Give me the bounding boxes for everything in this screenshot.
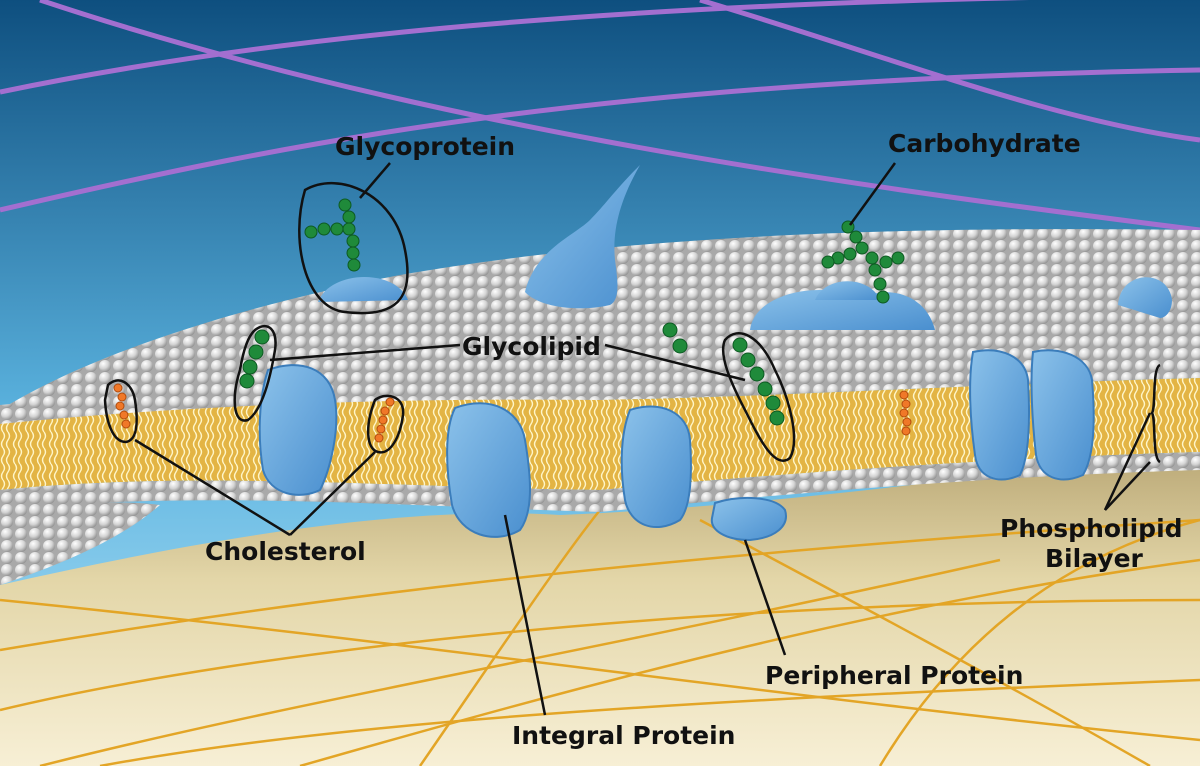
- label-cholesterol: Cholesterol: [205, 537, 366, 566]
- callout-outlines: [103, 181, 1161, 464]
- label-glycolipid: Glycolipid: [462, 332, 601, 361]
- outer-head-row: [0, 360, 1200, 424]
- label-phospholipid: Phospholipid: [1000, 514, 1183, 543]
- integral-proteins: [258, 349, 1095, 538]
- leader-lines: [134, 162, 1152, 716]
- carbohydrate-chains: [239, 198, 905, 426]
- label-peripheral-protein: Peripheral Protein: [765, 661, 1023, 690]
- cytoskeleton-filaments: [0, 509, 1200, 766]
- label-bilayer: Bilayer: [1045, 544, 1144, 573]
- inner-head-row: [0, 452, 1200, 512]
- label-integral-protein: Integral Protein: [512, 721, 735, 750]
- inner-leaflet-edge: [0, 502, 160, 585]
- peripheral-protein: [710, 497, 787, 542]
- cytoplasm: [0, 455, 1200, 766]
- cholesterol-molecules: [113, 383, 912, 443]
- label-carbohydrate: Carbohydrate: [888, 129, 1081, 158]
- extracellular-filaments: [0, 0, 1200, 233]
- label-glycoprotein: Glycoprotein: [335, 132, 515, 161]
